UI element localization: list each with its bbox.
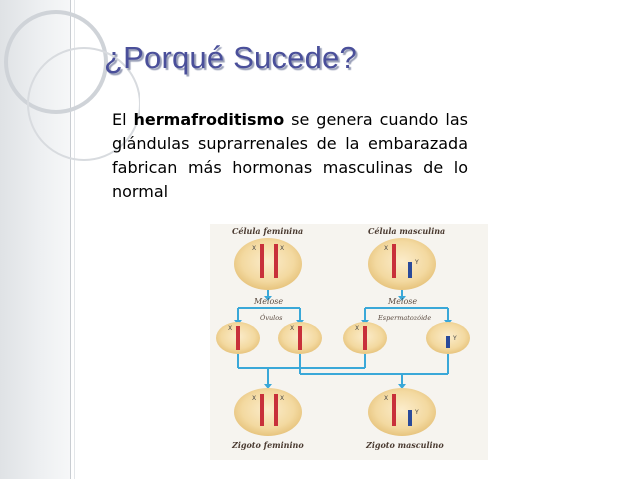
chromosome-x	[260, 244, 264, 278]
meiosis-arrows	[237, 290, 449, 320]
chromosome-y-label: Y	[414, 409, 419, 416]
chromosome-x-label: X	[252, 245, 256, 252]
meiosis-right-label: Meiose	[387, 297, 417, 306]
chromosome-x-label: X	[280, 395, 284, 402]
chromosome-y	[408, 410, 412, 426]
body-rest: se genera cuando las glándulas suprarren…	[112, 110, 468, 201]
female-parent-cell	[234, 238, 302, 290]
band-divider-line	[70, 0, 71, 479]
chromosome-x	[236, 326, 240, 350]
chromosome-y-label: Y	[414, 259, 419, 266]
male-cell-label: Célula masculina	[368, 226, 445, 236]
chromosome-y	[446, 336, 450, 348]
zygote-male-cell	[368, 388, 436, 436]
chromosome-x-label: X	[384, 395, 388, 402]
zygote-female-cell	[234, 388, 302, 436]
ova-label: Óvulos	[260, 313, 283, 322]
chromosome-x	[274, 394, 278, 426]
chromosome-x-label: X	[228, 325, 232, 332]
body-bold-term: hermafroditismo	[133, 110, 285, 129]
chromosome-x	[260, 394, 264, 426]
zygote-male-label: Zigoto masculino	[365, 440, 444, 450]
chromosome-x-label: X	[280, 245, 284, 252]
meiosis-diagram: Célula feminina Célula masculina X X X Y	[210, 224, 488, 460]
chromosome-x-label: X	[290, 325, 294, 332]
chromosome-x-label: X	[252, 395, 256, 402]
chromosome-x	[274, 244, 278, 278]
chromosome-x	[392, 394, 396, 426]
chromosome-x-label: X	[384, 245, 388, 252]
chromosome-y	[408, 262, 412, 278]
zygote-female-label: Zigoto feminino	[231, 440, 304, 450]
left-decorative-band	[0, 0, 70, 479]
chromosome-y-label: Y	[452, 335, 457, 342]
body-prefix: El	[112, 110, 134, 129]
male-parent-cell	[368, 238, 436, 290]
meiosis-left-label: Meiose	[253, 297, 283, 306]
chromosome-x	[392, 244, 396, 278]
fertilization-arrows	[237, 354, 449, 384]
chromosome-x-label: X	[355, 325, 359, 332]
female-cell-label: Célula feminina	[232, 226, 303, 236]
slide-title: ¿Porqué Sucede?	[104, 40, 357, 75]
sperm-label: Espermatozóide	[377, 314, 431, 322]
chromosome-x	[363, 326, 367, 350]
decorative-circles	[4, 10, 140, 161]
chromosome-x	[298, 326, 302, 350]
band-divider-line	[74, 0, 75, 479]
slide-body-text: El hermafroditismo se genera cuando las …	[112, 108, 468, 204]
